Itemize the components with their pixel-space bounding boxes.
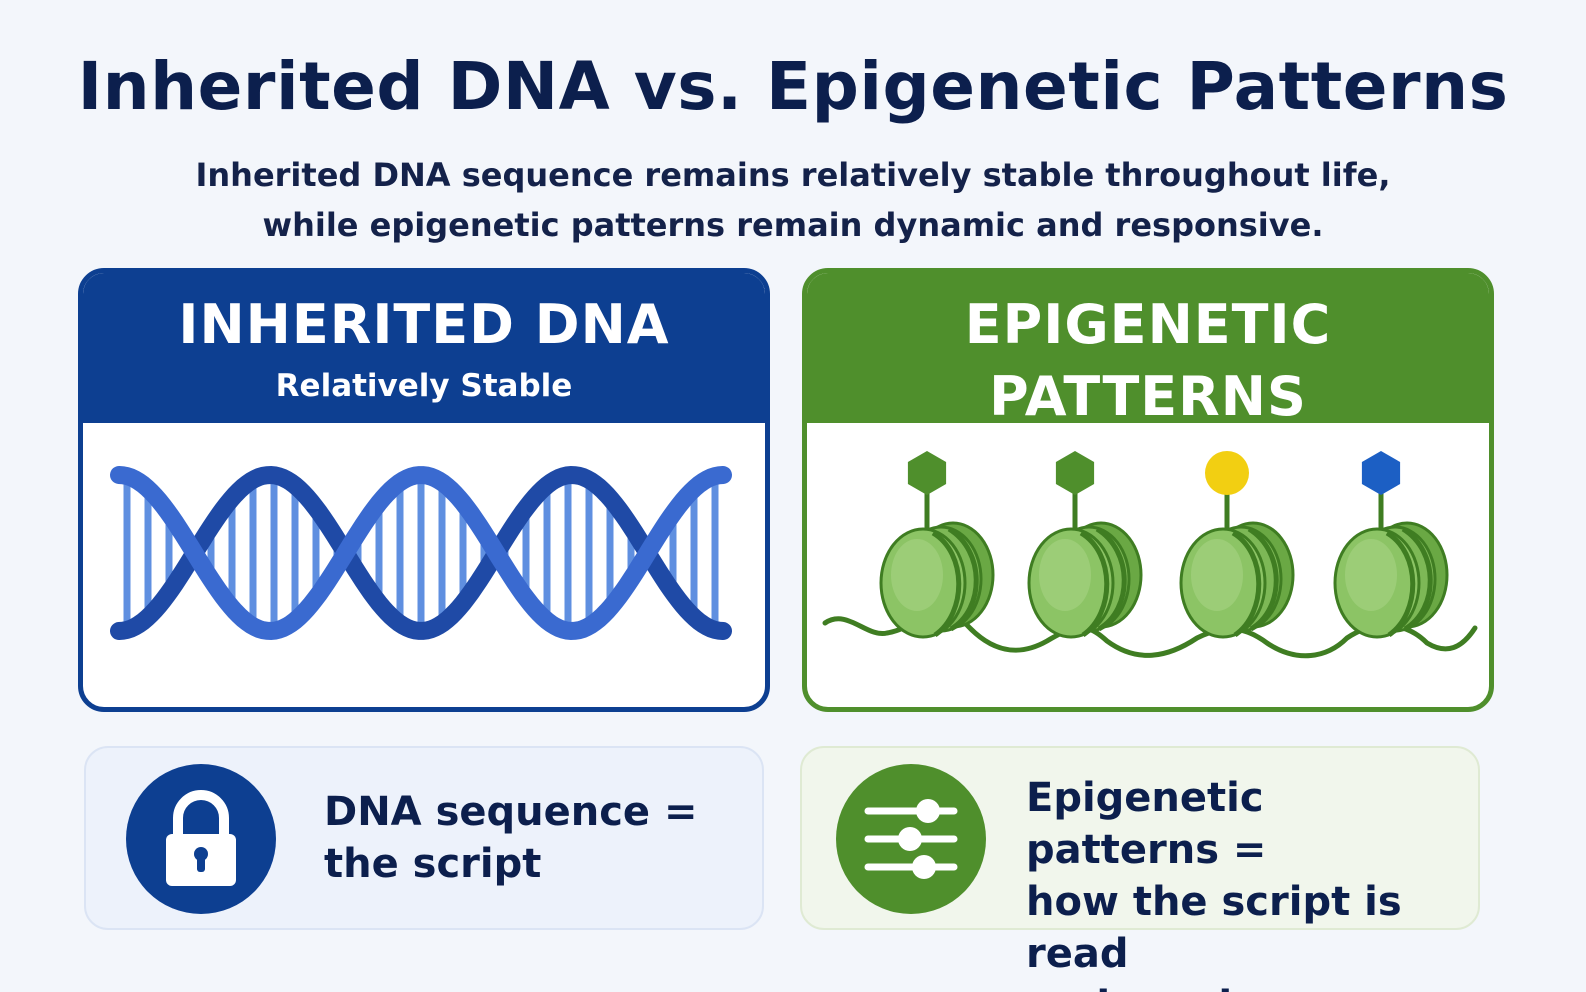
nucleosome	[1027, 451, 1143, 639]
acetyl-mark-icon	[1205, 451, 1249, 495]
nucleosome-group	[879, 451, 1449, 639]
inherited-dna-card: INHERITED DNA Relatively Stable	[78, 268, 770, 712]
dna-wrap-band	[1079, 530, 1110, 638]
nucleosome	[1333, 451, 1449, 639]
epigenetic-subtitle: Dynamic and Responsive	[929, 440, 1367, 476]
methyl-mark-icon	[1055, 451, 1095, 495]
epi-info-line-3: and used	[1026, 980, 1466, 992]
dna-wrap-band	[1385, 530, 1416, 638]
histone-highlight	[891, 539, 943, 611]
dna-helix-icon	[110, 465, 732, 641]
methyl-mark-icon	[1361, 451, 1401, 495]
histone-highlight	[1039, 539, 1091, 611]
subtitle-line-2: while epigenetic patterns remain dynamic…	[262, 206, 1324, 244]
nucleosome	[879, 451, 995, 639]
page-title: Inherited DNA vs. Epigenetic Patterns	[77, 48, 1509, 125]
base-pair-rungs	[123, 475, 719, 631]
dna-wrap-band	[1401, 526, 1433, 632]
inherited-dna-subtitle: Relatively Stable	[275, 368, 573, 404]
methyl-mark-icon	[907, 451, 947, 495]
epigenetic-patterns-card: EPIGENETIC PATTERNS Dynamic and Responsi…	[802, 268, 1494, 712]
epi-info-line-2: how the script is read	[1026, 879, 1402, 977]
sliders-icon	[864, 799, 958, 879]
lock-badge	[126, 764, 276, 914]
epi-info-text: Epigenetic patterns = how the script is …	[1026, 772, 1466, 992]
dna-wrap-band	[931, 530, 962, 638]
epigenetic-header: EPIGENETIC PATTERNS Dynamic and Responsi…	[807, 273, 1489, 476]
histone-highlight	[1345, 539, 1397, 611]
inherited-dna-header: INHERITED DNA Relatively Stable	[83, 273, 765, 423]
dna-wrap-band	[1231, 530, 1262, 638]
histone-highlight	[1191, 539, 1243, 611]
dna-info-line-2: the script	[324, 841, 542, 887]
epi-info-line-1: Epigenetic patterns =	[1026, 775, 1267, 873]
nucleosome	[1179, 451, 1295, 639]
subtitle-line-1: Inherited DNA sequence remains relativel…	[195, 156, 1391, 194]
dna-wrap-band	[1095, 526, 1127, 632]
inherited-dna-title: INHERITED DNA	[178, 293, 670, 356]
dna-info-box: DNA sequence = the script	[84, 746, 764, 930]
nucleosome-chain-icon	[822, 451, 1478, 659]
dna-info-text: DNA sequence = the script	[324, 786, 744, 890]
lock-icon	[166, 790, 236, 886]
dna-wrap-band	[1247, 526, 1279, 632]
dna-strand-front	[110, 466, 732, 641]
dna-info-line-1: DNA sequence =	[324, 789, 698, 835]
epi-info-box: Epigenetic patterns = how the script is …	[800, 746, 1480, 992]
epigenetic-title: EPIGENETIC PATTERNS	[964, 293, 1332, 428]
sliders-badge	[836, 764, 986, 914]
dna-strand-back	[110, 465, 732, 640]
page-subtitle: Inherited DNA sequence remains relativel…	[0, 150, 1586, 250]
dna-wrap-band	[947, 526, 979, 632]
